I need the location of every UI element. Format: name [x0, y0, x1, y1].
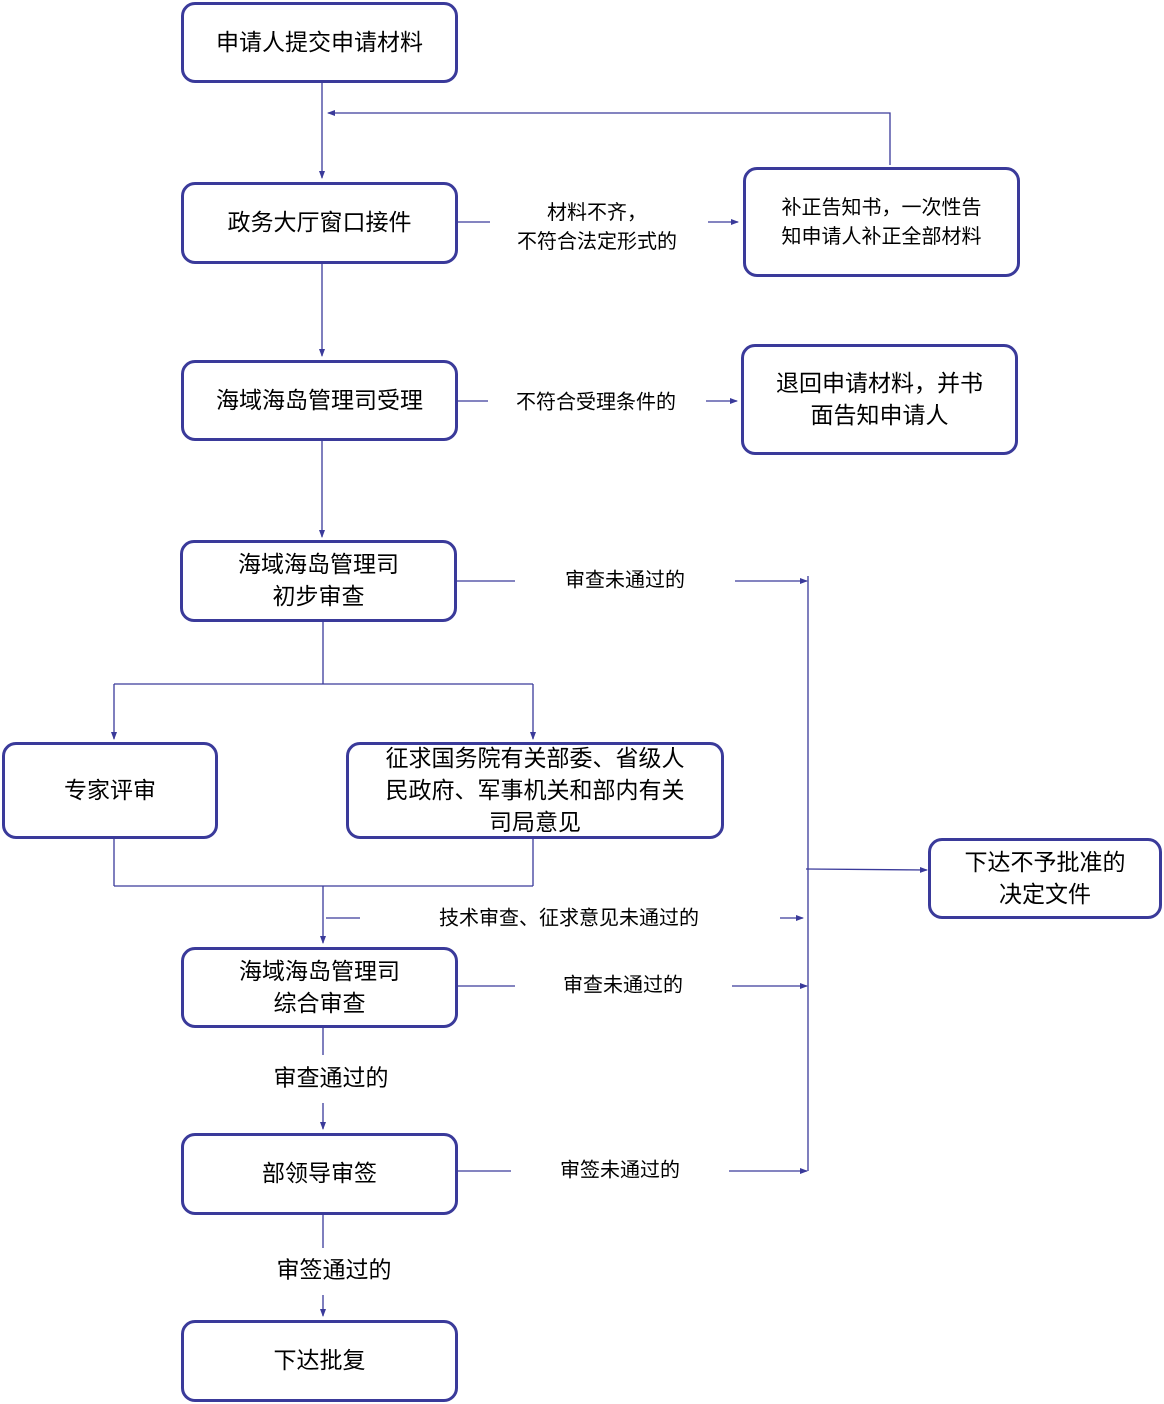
- box-text: 下达不予批准的: [964, 849, 1126, 876]
- box-leader-sign: 部领导审签: [181, 1133, 458, 1215]
- label-not-eligible: 不符合受理条件的: [516, 389, 676, 414]
- box-text: 面告知申请人: [810, 402, 949, 429]
- arrow-correction-return: [327, 110, 891, 165]
- box-text: 征求国务院有关部委、省级人: [385, 745, 685, 772]
- box-issue-approval: 下达批复: [181, 1320, 458, 1402]
- label-tech-fail: 技术审查、征求意见未通过的: [439, 905, 699, 930]
- box-accept: 海域海岛管理司受理: [181, 360, 458, 441]
- label-sign-pass: 审签通过的: [276, 1257, 392, 1284]
- box-consult-opinions: 征求国务院有关部委、省级人民政府、军事机关和部内有关司局意见: [346, 742, 724, 839]
- box-text: 知申请人补正全部材料: [781, 224, 982, 248]
- box-text: 部领导审签: [262, 1161, 377, 1187]
- label-comp-pass: 审查通过的: [273, 1065, 389, 1092]
- box-text: 退回申请材料，并书: [776, 370, 983, 397]
- box-text: 政务大厅窗口接件: [227, 210, 412, 236]
- arrow-to-reject: [805, 866, 928, 873]
- box-reject-decision: 下达不予批准的决定文件: [928, 838, 1162, 919]
- box-comprehensive-review: 海域海岛管理司综合审查: [181, 947, 458, 1028]
- box-text: 海域海岛管理司: [239, 958, 400, 985]
- box-return-materials: 退回申请材料，并书面告知申请人: [741, 344, 1018, 455]
- box-initial-review: 海域海岛管理司初步审查: [180, 540, 457, 622]
- box-text: 综合审查: [273, 990, 366, 1017]
- box-expert-review: 专家评审: [2, 742, 218, 839]
- box-correction-notice: 补正告知书，一次性告知申请人补正全部材料: [743, 167, 1020, 277]
- box-submit-materials: 申请人提交申请材料: [181, 2, 458, 83]
- box-text: 初步审查: [272, 584, 365, 610]
- label-comp-fail: 审查未通过的: [563, 972, 683, 997]
- box-text: 申请人提交申请材料: [216, 29, 423, 56]
- box-text: 决定文件: [999, 881, 1091, 908]
- box-text: 海域海岛管理司受理: [216, 387, 423, 414]
- label-text: 材料不齐，: [547, 200, 647, 224]
- box-text: 补正告知书，一次性告: [781, 195, 982, 219]
- box-text: 下达批复: [273, 1348, 366, 1374]
- label-sign-fail: 审签未通过的: [560, 1157, 680, 1182]
- box-text: 司局意见: [489, 809, 581, 836]
- box-window-receipt: 政务大厅窗口接件: [181, 182, 458, 264]
- box-text: 海域海岛管理司: [238, 552, 399, 578]
- label-initial-fail: 审查未通过的: [565, 567, 685, 592]
- box-text: 专家评审: [64, 777, 156, 804]
- label-text: 不符合法定形式的: [517, 229, 677, 253]
- label-incomplete: 材料不齐， 不符合法定形式的: [517, 198, 677, 256]
- box-text: 民政府、军事机关和部内有关: [385, 777, 685, 804]
